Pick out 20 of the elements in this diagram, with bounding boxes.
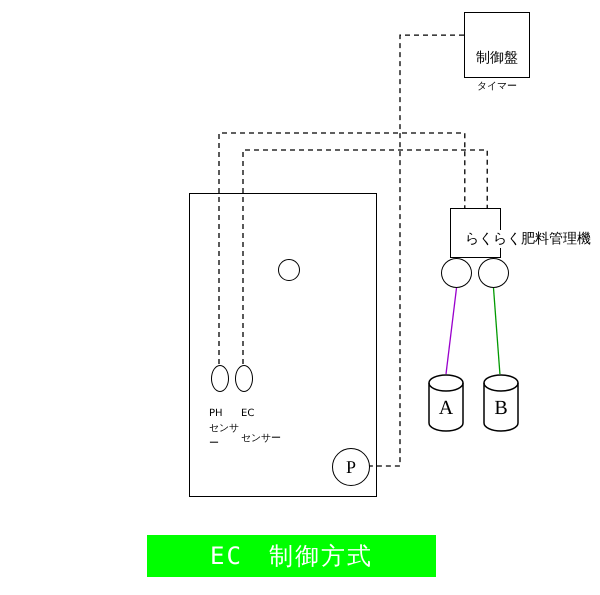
tank-outline — [189, 193, 377, 497]
timer-label: タイマー — [477, 80, 518, 94]
tank-letter: A — [438, 396, 454, 420]
sensor-ellipse — [211, 365, 229, 392]
hose-line — [445, 288, 458, 374]
signal-line — [369, 34, 464, 467]
sensor-ellipse — [235, 365, 253, 392]
pump-circle — [478, 258, 509, 288]
pump-circle — [441, 258, 472, 288]
signal-line — [218, 132, 466, 364]
sensor-label: PH センサー — [209, 407, 239, 451]
circle-mark — [278, 259, 300, 281]
pump-circle: P — [332, 448, 370, 486]
device-label: らくらく肥料管理機 — [465, 230, 591, 248]
hose-line — [492, 288, 501, 374]
control-panel-box: 制御盤 — [464, 12, 530, 78]
signal-line — [242, 149, 488, 364]
sensor-label: EC センサー — [241, 407, 282, 446]
title-banner: EC 制御方式 — [147, 535, 436, 577]
tank-letter: B — [493, 396, 509, 420]
